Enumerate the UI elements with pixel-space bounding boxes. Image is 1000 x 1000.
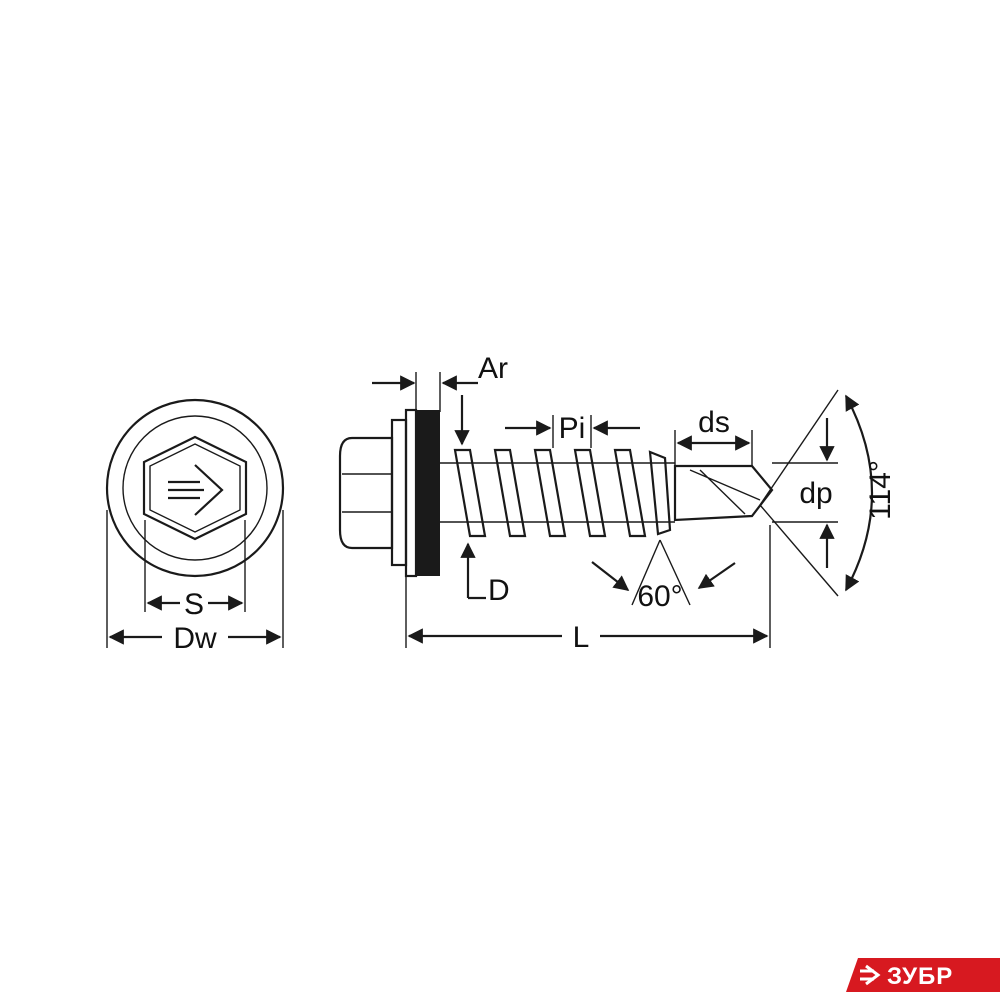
hex-head-side [338, 436, 394, 550]
hex-head-outline [142, 435, 248, 541]
dw-label: Dw [173, 622, 217, 655]
angle-114-line-top [759, 389, 839, 506]
s-label: S [184, 588, 204, 621]
washer-inner-circle [122, 415, 268, 561]
hex-head-inner [149, 443, 241, 533]
brand-name: ЗУБР [887, 963, 953, 990]
flange [390, 418, 408, 567]
top-view: S Dw [105, 398, 285, 655]
angle-114-label: 114° [864, 460, 897, 520]
angle-60-arrow-left [591, 561, 630, 591]
dp-label: dp [799, 477, 832, 510]
l-label: L [573, 621, 590, 654]
d-label: D [488, 574, 510, 607]
rubber-washer [416, 410, 440, 576]
angle-60-line-left [631, 539, 661, 606]
ds-label: ds [698, 406, 730, 439]
brand-mark-icon [168, 464, 224, 516]
angle-60-line-right [659, 539, 691, 606]
ar-label: Ar [478, 352, 508, 385]
pi-label: Pi [559, 412, 586, 445]
metal-washer [404, 408, 418, 578]
angle-60-label: 60° [637, 580, 682, 613]
brand-logo-background [846, 958, 1000, 992]
brand-logo-icon [860, 964, 881, 986]
side-view: Ar D Pi ds dp 114° 60° [338, 352, 897, 654]
angle-114-arc [845, 394, 873, 592]
angle-60-arrow-right [697, 562, 736, 589]
washer-outer-circle [105, 398, 285, 578]
threads [453, 448, 672, 538]
brand-logo: ЗУБР [846, 958, 1000, 992]
angle-114-line-bottom [759, 504, 839, 597]
drill-flutes [689, 469, 761, 515]
